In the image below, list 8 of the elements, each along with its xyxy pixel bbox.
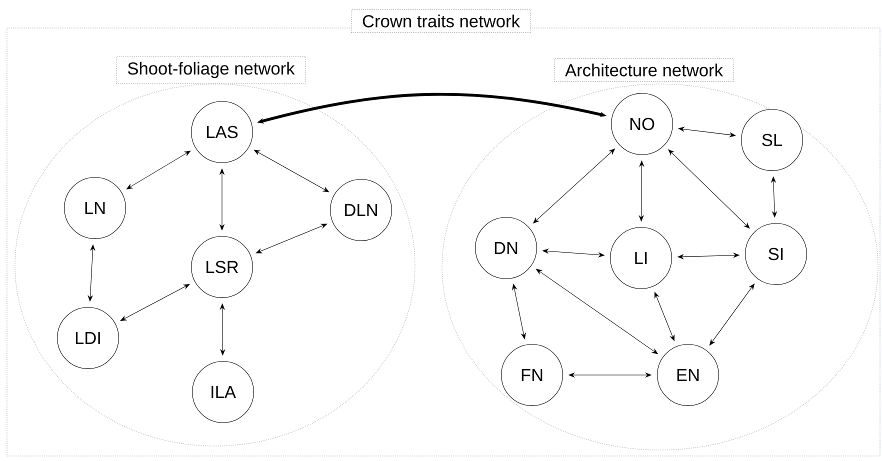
title-box: Architecture network [554,58,734,82]
arrow [254,150,330,192]
arrow [668,149,750,229]
arrow [256,224,328,254]
title-box: Crown traits network [351,9,531,33]
title-box: Shoot-foliage network [116,56,306,84]
arrow [126,150,191,190]
arrow [512,284,526,340]
